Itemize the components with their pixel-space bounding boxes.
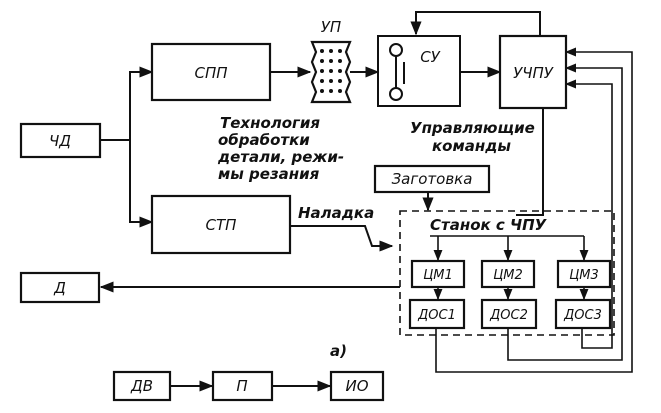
punched-tape-label: УП [321, 18, 341, 36]
block-cm1-label: ЦМ1 [423, 268, 453, 283]
block-dos1-label: ДОС1 [417, 308, 456, 323]
block-dv-label: ДВ [130, 377, 153, 395]
tape-holes [320, 49, 342, 93]
block-su: СУ [377, 35, 461, 107]
block-cm1: ЦМ1 [410, 259, 466, 289]
tech-annotation: Технология обработки детали, режи- мы ре… [217, 114, 344, 183]
block-cm3: ЦМ3 [556, 259, 612, 289]
commands-line-2: команды [432, 137, 511, 155]
block-dv: ДВ [112, 370, 172, 402]
block-stp-label: СТП [206, 216, 237, 234]
arrow-uchpu-to-su-top [410, 11, 541, 36]
naladka-label: Наладка [298, 204, 374, 222]
block-io: ИО [329, 370, 385, 402]
punched-tape: УП [310, 18, 352, 104]
commands-annotation: Управляющие команды [410, 119, 535, 155]
block-chd-label: ЧД [49, 132, 71, 150]
block-stp: СТП [150, 194, 292, 255]
block-zagotovka-label: Заготовка [392, 170, 473, 188]
block-su-label: СУ [420, 48, 440, 66]
machine-label: Станок с ЧПУ [430, 216, 548, 234]
feedback-dos1 [435, 47, 633, 373]
machine-boundary [399, 210, 615, 336]
block-uchpu-label: УЧПУ [513, 64, 554, 82]
arrow-uchpu-to-machine [516, 108, 544, 216]
arrow-to-spp [129, 66, 154, 140]
arrow-to-stp [129, 140, 154, 228]
arrow-stp-to-machine [290, 225, 394, 252]
block-cm2: ЦМ2 [480, 259, 536, 289]
block-p: П [211, 370, 274, 402]
block-cm2-label: ЦМ2 [493, 268, 523, 283]
block-p-label: П [236, 377, 247, 395]
block-dos2: ДОС2 [480, 298, 538, 330]
commands-line-1: Управляющие [410, 119, 535, 137]
block-dos1: ДОС1 [408, 298, 466, 330]
block-d-label: Д [53, 279, 66, 297]
tech-line-3: детали, режи- [217, 148, 344, 166]
feedback-dos2 [507, 63, 623, 361]
tech-line-4: мы резания [218, 165, 320, 183]
block-chd: ЧД [19, 122, 102, 159]
block-dos2-label: ДОС2 [489, 308, 528, 323]
block-uchpu: УЧПУ [498, 34, 568, 110]
tech-line-1: Технология [220, 114, 320, 132]
part-a-label: а) [330, 342, 347, 360]
block-spp: СПП [150, 42, 272, 102]
block-d: Д [19, 271, 101, 304]
connections [99, 11, 633, 392]
block-zagotovka: Заготовка [373, 164, 491, 194]
tech-line-2: обработки [218, 131, 310, 149]
block-cm3-label: ЦМ3 [569, 268, 599, 283]
block-dos3-label: ДОС3 [563, 308, 602, 323]
block-io-label: ИО [345, 377, 368, 395]
block-spp-label: СПП [194, 64, 227, 82]
block-dos3: ДОС3 [554, 298, 612, 330]
feedback-dos3 [564, 79, 613, 349]
